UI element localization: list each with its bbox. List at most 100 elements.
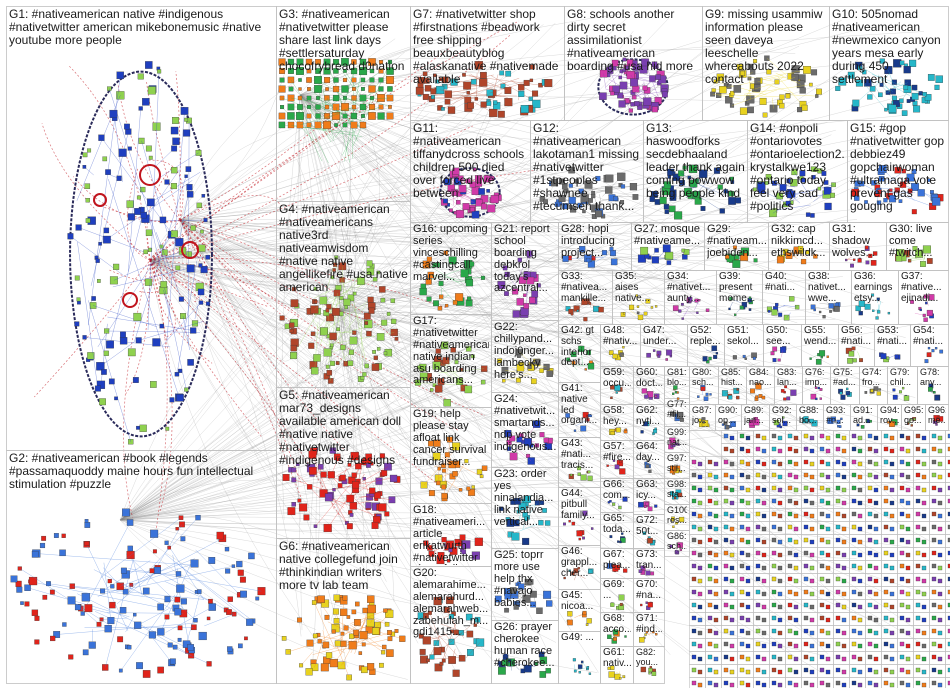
- intra-edge: [571, 169, 587, 180]
- node: [516, 510, 520, 514]
- node: [676, 397, 680, 400]
- intra-edge: [772, 196, 798, 214]
- node: [777, 669, 783, 675]
- node: [239, 576, 246, 583]
- node: [697, 617, 703, 623]
- intra-edge: [322, 630, 327, 646]
- node: [864, 79, 872, 87]
- node: [691, 511, 697, 517]
- node: [883, 472, 889, 478]
- node: [580, 425, 587, 432]
- node: [441, 658, 446, 663]
- node: [355, 462, 362, 470]
- node: [148, 155, 153, 160]
- node: [906, 99, 911, 103]
- intra-edge: [370, 618, 373, 624]
- node: [677, 492, 683, 498]
- node: [516, 298, 524, 306]
- node: [450, 78, 458, 86]
- intra-edge: [581, 348, 583, 366]
- node: [691, 628, 697, 634]
- edge: [119, 191, 553, 521]
- node: [127, 348, 136, 357]
- edge: [179, 219, 305, 535]
- node: [136, 195, 141, 200]
- node: [755, 433, 761, 439]
- node: [577, 466, 582, 471]
- node: [331, 307, 340, 316]
- node: [912, 100, 918, 106]
- node: [325, 308, 330, 313]
- node: [649, 666, 652, 669]
- node: [803, 511, 809, 517]
- node: [694, 197, 702, 205]
- node: [671, 516, 675, 521]
- edge: [119, 183, 793, 521]
- intra-edge: [858, 65, 913, 98]
- node: [636, 305, 640, 308]
- intra-edge: [120, 594, 176, 671]
- node: [848, 350, 855, 357]
- edge: [179, 219, 906, 338]
- intra-edge: [483, 92, 503, 105]
- intra-edge: [204, 614, 235, 627]
- node: [761, 591, 767, 597]
- node: [367, 604, 376, 614]
- node: [346, 674, 352, 681]
- node: [630, 102, 635, 107]
- node: [334, 640, 341, 647]
- group-box-g43: [558, 437, 601, 488]
- edge: [149, 259, 419, 538]
- edge: [339, 309, 887, 468]
- node: [864, 303, 871, 310]
- intra-edge: [107, 316, 194, 331]
- group-box-g36: [851, 270, 899, 325]
- node: [326, 304, 332, 310]
- node: [638, 569, 643, 573]
- intra-edge: [72, 586, 204, 600]
- node: [841, 656, 847, 662]
- node: [417, 365, 421, 369]
- node: [787, 537, 793, 543]
- edge: [299, 12, 629, 96]
- node: [895, 255, 903, 262]
- node: [921, 604, 927, 610]
- node: [889, 448, 895, 454]
- node: [899, 472, 905, 478]
- node: [97, 279, 101, 283]
- node: [643, 311, 648, 316]
- edge-highlight: [149, 259, 198, 302]
- node: [733, 245, 737, 250]
- node: [351, 95, 357, 101]
- node: [502, 265, 508, 271]
- node: [816, 88, 822, 95]
- node: [332, 488, 336, 492]
- intra-edge: [777, 76, 805, 109]
- node: [697, 395, 700, 398]
- intra-edge: [148, 213, 187, 390]
- edge: [179, 219, 589, 407]
- node: [366, 619, 375, 628]
- node: [637, 254, 646, 263]
- node: [847, 71, 855, 79]
- edge: [119, 519, 408, 680]
- node: [527, 364, 532, 370]
- node: [74, 321, 80, 327]
- node: [761, 487, 767, 493]
- edge: [339, 309, 395, 602]
- node: [538, 651, 545, 658]
- node: [835, 602, 841, 608]
- node: [544, 79, 553, 88]
- node: [905, 474, 911, 480]
- edge: [299, 94, 805, 544]
- node: [186, 251, 192, 257]
- node: [841, 630, 847, 636]
- node: [873, 448, 879, 454]
- node: [386, 67, 394, 75]
- intra-edge: [344, 61, 364, 162]
- intra-edge: [522, 663, 537, 670]
- node: [697, 500, 703, 506]
- node: [713, 79, 718, 84]
- node: [465, 299, 473, 307]
- edge: [339, 309, 610, 437]
